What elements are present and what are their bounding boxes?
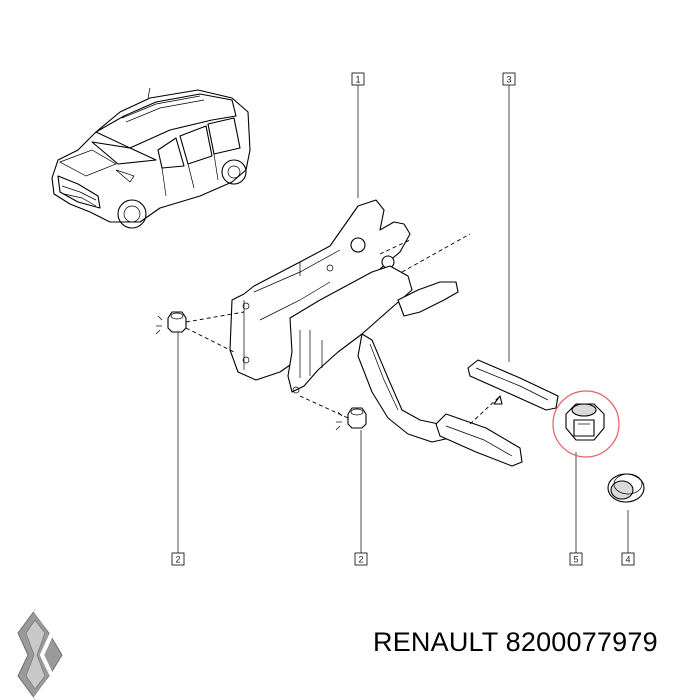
clip-part-4 <box>607 473 645 503</box>
callout-4: 4 <box>621 510 635 566</box>
callout-3-label: 3 <box>506 75 511 85</box>
callout-5-label: 5 <box>573 555 578 565</box>
nut-right <box>299 395 367 431</box>
callout-2-left-label: 2 <box>175 555 180 565</box>
callout-5: 5 <box>569 452 583 566</box>
callout-1: 1 <box>351 72 365 198</box>
callout-2-left: 2 <box>171 332 185 566</box>
part-number-label: RENAULT 8200077979 <box>373 627 658 657</box>
callout-2-right-label: 2 <box>358 555 363 565</box>
pedal-pad <box>435 359 559 467</box>
callout-1-label: 1 <box>355 75 360 85</box>
callout-2-right: 2 <box>354 430 368 566</box>
nut-left <box>155 311 245 353</box>
renault-diamond-logo <box>17 608 63 700</box>
callout-4-label: 4 <box>625 555 630 565</box>
pedal-bracket <box>229 199 471 443</box>
bushing-part-5 <box>552 390 620 458</box>
car-illustration <box>51 87 251 229</box>
callout-3: 3 <box>502 72 516 362</box>
